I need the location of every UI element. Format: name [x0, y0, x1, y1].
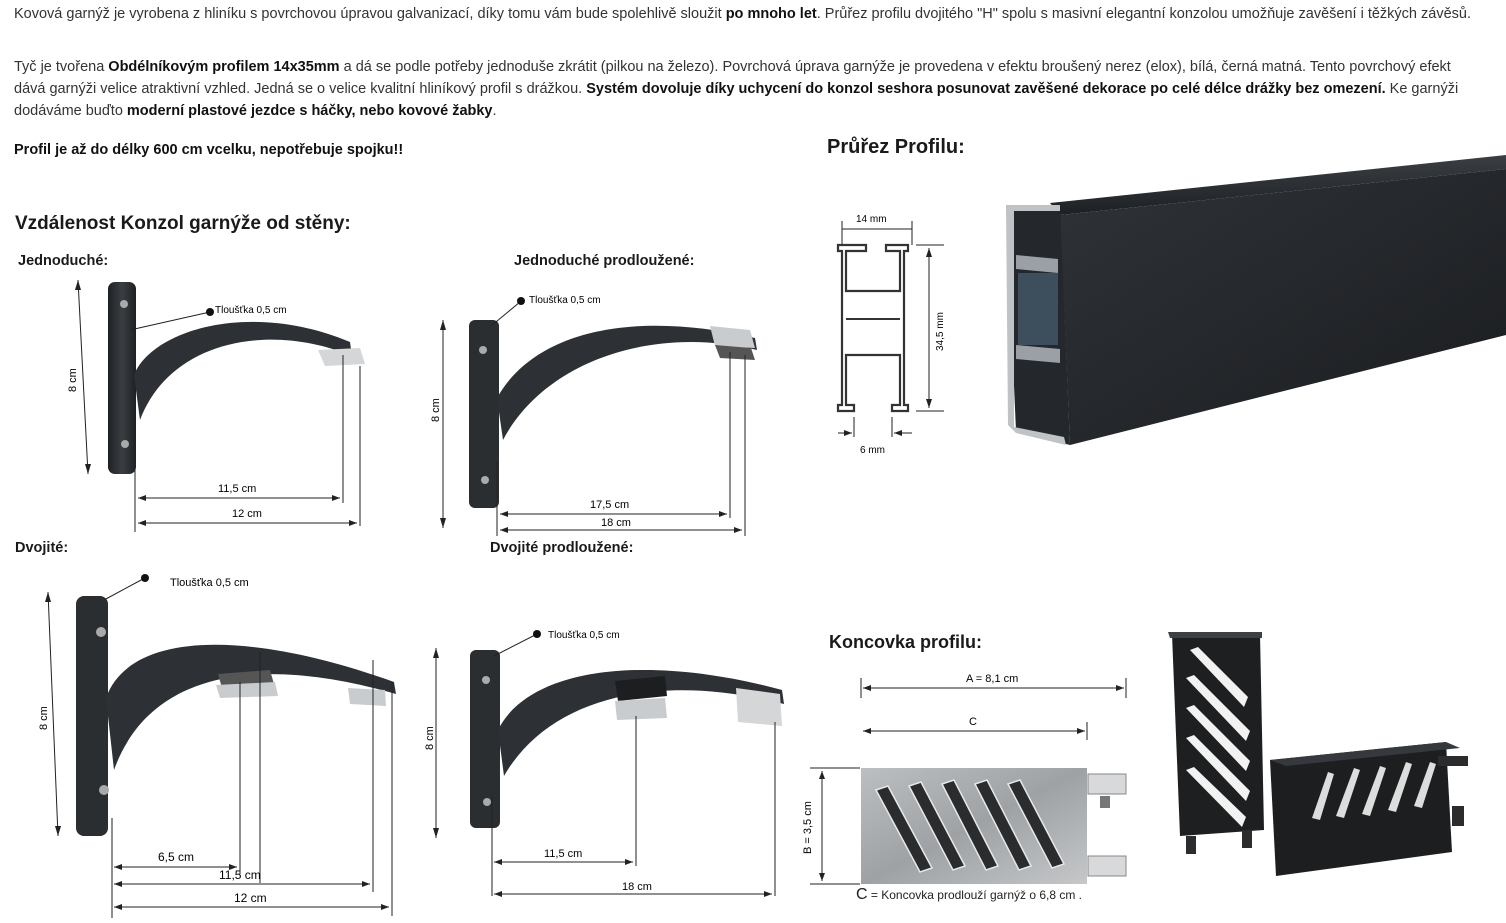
profile-height-label: 34,5 mm: [935, 312, 946, 351]
bracket-arm: [134, 321, 352, 420]
profile-front-face: [1060, 169, 1506, 445]
double-ext-dim2-label: 18 cm: [622, 881, 652, 893]
single-ext-bracket-label: Jednoduché prodloužené:: [514, 253, 695, 269]
bracket-distance-heading: Vzdálenost Konzol garnýže od stěny:: [15, 213, 351, 234]
single-ext-bracket-drawing: 8 cm Tloušťka 0,5 cm 17,5 cm 18 cm: [430, 295, 757, 536]
double-height-label: 8 cm: [38, 706, 50, 730]
caption-text: = Koncovka prodlouží garnýž o 6,8 cm .: [867, 888, 1083, 902]
text-segment: moderní plastové jezdce s háčky, nebo ko…: [126, 103, 493, 119]
intro-paragraph-3: Profil je až do délky 600 cm vcelku, nep…: [14, 142, 404, 158]
text-segment: Systém dovoluje díky uchycení do konzol …: [586, 81, 1386, 97]
double-bracket-label: Dvojité:: [15, 540, 69, 556]
double-dim0-label: 6,5 cm: [158, 850, 194, 864]
double-ext-height-label: 8 cm: [424, 726, 436, 750]
text-segment: po mnoho let: [725, 6, 817, 22]
double-ext-bracket-label: Dvojité prodloužené:: [490, 540, 634, 556]
single-thickness-label: Tloušťka 0,5 cm: [215, 305, 287, 316]
bracket-arm: [497, 325, 757, 440]
wall-plate: [108, 282, 136, 474]
single-bracket-label: Jednoduché:: [18, 253, 109, 269]
intro-paragraph-1: Kovová garnýž je vyrobena z hliníku s po…: [14, 3, 1484, 25]
double-ext-dim1-label: 11,5 cm: [544, 848, 582, 860]
end-cap-photo: [1168, 632, 1468, 876]
bracket-arm: [498, 669, 784, 776]
double-ext-thickness-label: Tloušťka 0,5 cm: [548, 630, 620, 641]
caption-c-letter: C: [856, 886, 868, 903]
text-segment: a dá se podle potřeby jednoduše zkrátit …: [14, 59, 1451, 97]
single-ext-height-label: 8 cm: [430, 398, 442, 422]
double-ext-bracket-drawing: 8 cm Tloušťka 0,5 cm 11,5 cm 18 cm: [424, 630, 784, 897]
end-cap-dim-c-label: C: [969, 716, 977, 728]
text-segment: Kovová garnýž je vyrobena z hliníku s po…: [14, 6, 726, 22]
text-segment: Obdélníkovým profilem 14x35mm: [108, 59, 340, 75]
intro-paragraph-2: Tyč je tvořena Obdélníkovým profilem 14x…: [14, 56, 1484, 122]
double-dim2-label: 12 cm: [234, 891, 267, 905]
profile-photo: [1006, 155, 1506, 445]
double-bracket-drawing: 8 cm Tloušťka 0,5 cm 6,5 cm 11,5 cm 12 c…: [38, 574, 396, 918]
double-thickness-label: Tloušťka 0,5 cm: [170, 577, 249, 589]
single-bracket-drawing: 8 cm Tloušťka 0,5 cm 11,5 cm 12 cm: [67, 279, 365, 532]
text-segment: .: [492, 103, 497, 119]
single-dim1-label: 11,5 cm: [218, 483, 256, 495]
bracket-arm: [106, 644, 396, 770]
end-cap-dim-b-label: B = 3,5 cm: [802, 801, 814, 854]
single-dim2-label: 12 cm: [232, 508, 262, 520]
single-ext-dim1-label: 17,5 cm: [590, 499, 629, 511]
end-cap-dim-a-label: A = 8,1 cm: [966, 673, 1018, 685]
double-dim1-label: 11,5 cm: [219, 868, 261, 882]
profile-cross-section-drawing: 14 mm 34,5 mm 6 mm: [836, 214, 946, 456]
single-ext-dim2-label: 18 cm: [601, 517, 631, 529]
end-cap-caption: C = Koncovka prodlouží garnýž o 6,8 cm .: [856, 886, 1082, 904]
single-ext-thickness-label: Tloušťka 0,5 cm: [529, 295, 601, 306]
end-cap-drawing: A = 8,1 cm C B = 3,5 cm: [802, 673, 1127, 885]
single-height-label: 8 cm: [67, 368, 79, 392]
profile-groove-label: 6 mm: [860, 445, 885, 456]
text-segment: Ke garnýži dodáváme buďto: [14, 81, 1459, 119]
text-segment: Tyč je tvořena: [14, 59, 109, 75]
end-cap-heading: Koncovka profilu:: [829, 632, 983, 652]
h-profile-outline: [836, 243, 910, 413]
profile-width-label: 14 mm: [856, 214, 887, 225]
profile-section-heading: Průřez Profilu:: [827, 136, 965, 158]
text-segment: . Průřez profilu dvojitého "H" spolu s m…: [816, 6, 1471, 22]
